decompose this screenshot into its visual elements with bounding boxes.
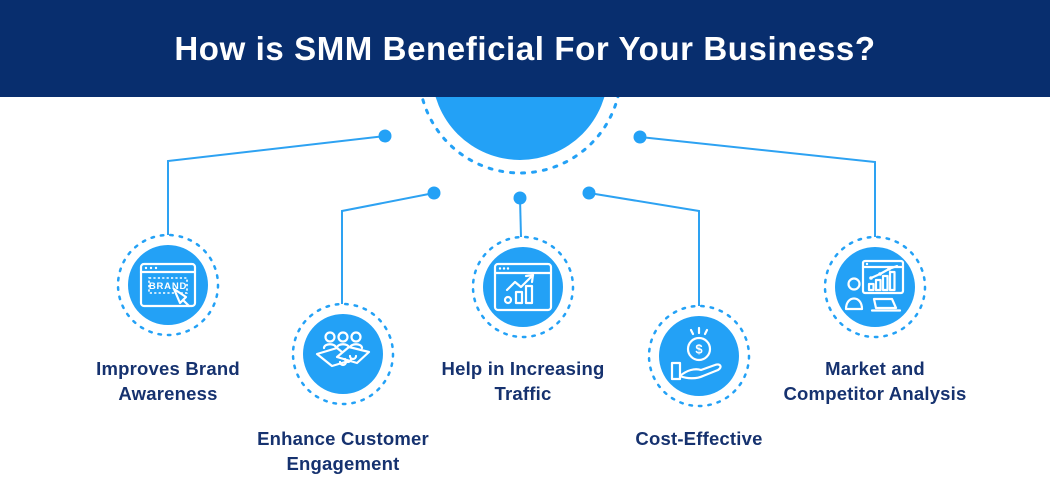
node-solid-circle <box>483 247 563 327</box>
connector-line-customer-engagement <box>341 192 435 304</box>
node-label-competitor-analysis: Market and Competitor Analysis <box>783 358 967 404</box>
node-label-increasing-traffic: Help in Increasing Traffic <box>441 358 605 404</box>
person-analytics-chart-icon <box>844 259 905 312</box>
hand-dollar-coin-icon: $ <box>670 326 722 381</box>
header-banner: How is SMM Beneficial For Your Business? <box>0 0 1050 97</box>
connector-dot <box>427 186 441 200</box>
node-dashed-ring <box>116 233 220 337</box>
connector-dot <box>633 130 647 144</box>
connector-line-increasing-traffic <box>519 197 522 238</box>
browser-growth-chart-icon <box>493 262 553 312</box>
node-label-cost-effective: Cost-Effective <box>635 428 763 449</box>
brand-icon-text: BRAND <box>149 281 187 292</box>
browser-brand-icon: BRAND <box>139 262 197 308</box>
connector-line-cost-effective <box>588 192 700 306</box>
page-title: How is SMM Beneficial For Your Business? <box>174 29 876 67</box>
node-circle-customer-engagement <box>291 302 395 406</box>
node-circle-cost-effective: $ <box>647 304 751 408</box>
node-dashed-ring <box>823 235 927 339</box>
connector-dot <box>513 191 527 205</box>
dollar-icon-text: $ <box>695 342 703 357</box>
node-circle-increasing-traffic <box>471 235 575 339</box>
node-circle-brand-awareness: BRAND <box>116 233 220 337</box>
connector-line-brand-awareness <box>167 135 386 235</box>
node-dashed-ring <box>647 304 751 408</box>
node-label-brand-awareness: Improves Brand Awareness <box>96 358 240 404</box>
people-handshake-icon <box>315 331 371 368</box>
connector-dot <box>378 129 392 143</box>
connector-lines <box>167 129 876 306</box>
node-label-customer-engagement: Enhance Customer Engagement <box>257 428 429 474</box>
node-dashed-ring <box>471 235 575 339</box>
connector-dot <box>582 186 596 200</box>
connector-line-competitor-analysis <box>639 136 876 237</box>
node-circle-competitor-analysis <box>823 235 927 339</box>
node-dashed-ring <box>291 302 395 406</box>
